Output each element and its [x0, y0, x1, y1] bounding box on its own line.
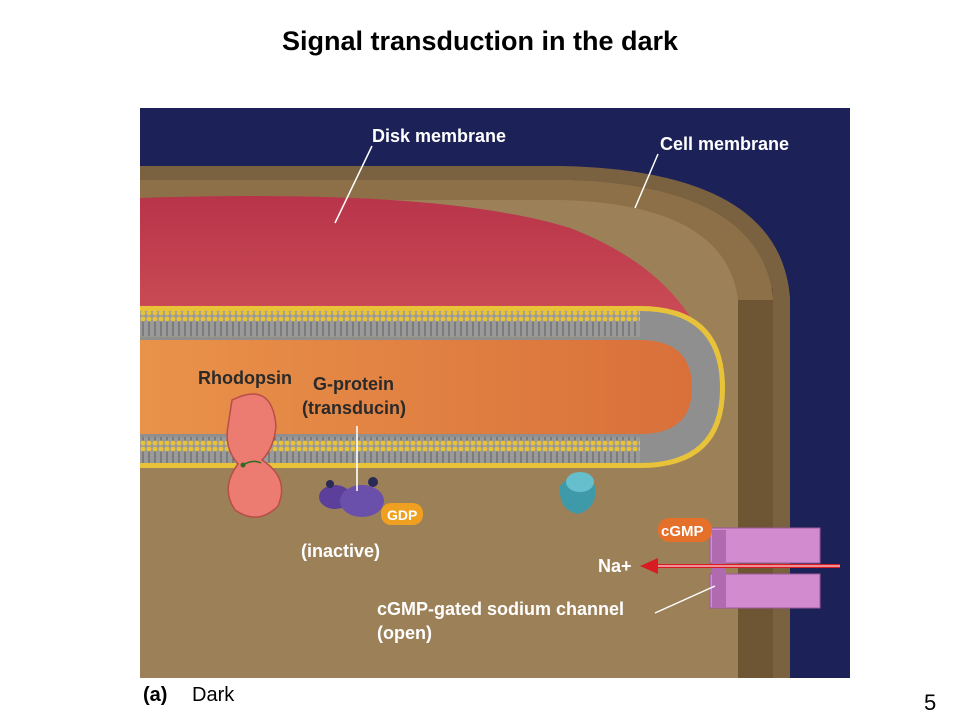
disk-lumen [140, 340, 692, 434]
sodium-influx-arrow [640, 558, 840, 574]
label-channel: cGMP-gated sodium channel [377, 599, 624, 619]
label-na: Na+ [598, 556, 632, 576]
sodium-channel [709, 527, 821, 609]
rhodopsin-protein [226, 393, 283, 518]
slide-number: 5 [924, 690, 937, 715]
label-rhodopsin: Rhodopsin [198, 368, 292, 388]
cell-wall-top [140, 180, 773, 300]
cgmp-badge [658, 518, 712, 542]
cell-wall-side [738, 288, 773, 678]
label-g-protein: G-protein [313, 374, 394, 394]
channel-pointer [654, 585, 716, 614]
cell-membrane-pointer [634, 153, 659, 209]
label-gdp: GDP [387, 507, 417, 523]
disk-membrane-lower-leaflets [140, 437, 640, 463]
label-cgmp: cGMP [661, 523, 704, 540]
gdp-badge [381, 503, 423, 525]
disk-membrane-upper-leaflets [140, 311, 640, 337]
figure-caption-tag: (a) [143, 684, 168, 706]
rod-cell-diagram: Disk membrane Cell membrane Rhodopsin G-… [140, 108, 850, 678]
figure-caption-text: Dark [192, 684, 235, 706]
label-transducin: (transducin) [302, 398, 406, 418]
phosphodiesterase-protein [559, 472, 596, 514]
label-disk-membrane: Disk membrane [372, 126, 506, 146]
disk-membrane-pointer [334, 145, 373, 224]
transducin-protein [319, 426, 384, 517]
diagram-canvas: Disk membrane Cell membrane Rhodopsin G-… [140, 108, 850, 678]
label-inactive: (inactive) [301, 541, 380, 561]
label-cell-membrane: Cell membrane [660, 134, 789, 154]
label-channel-state: (open) [377, 623, 432, 643]
slide-title: Signal transduction in the dark [281, 26, 679, 56]
